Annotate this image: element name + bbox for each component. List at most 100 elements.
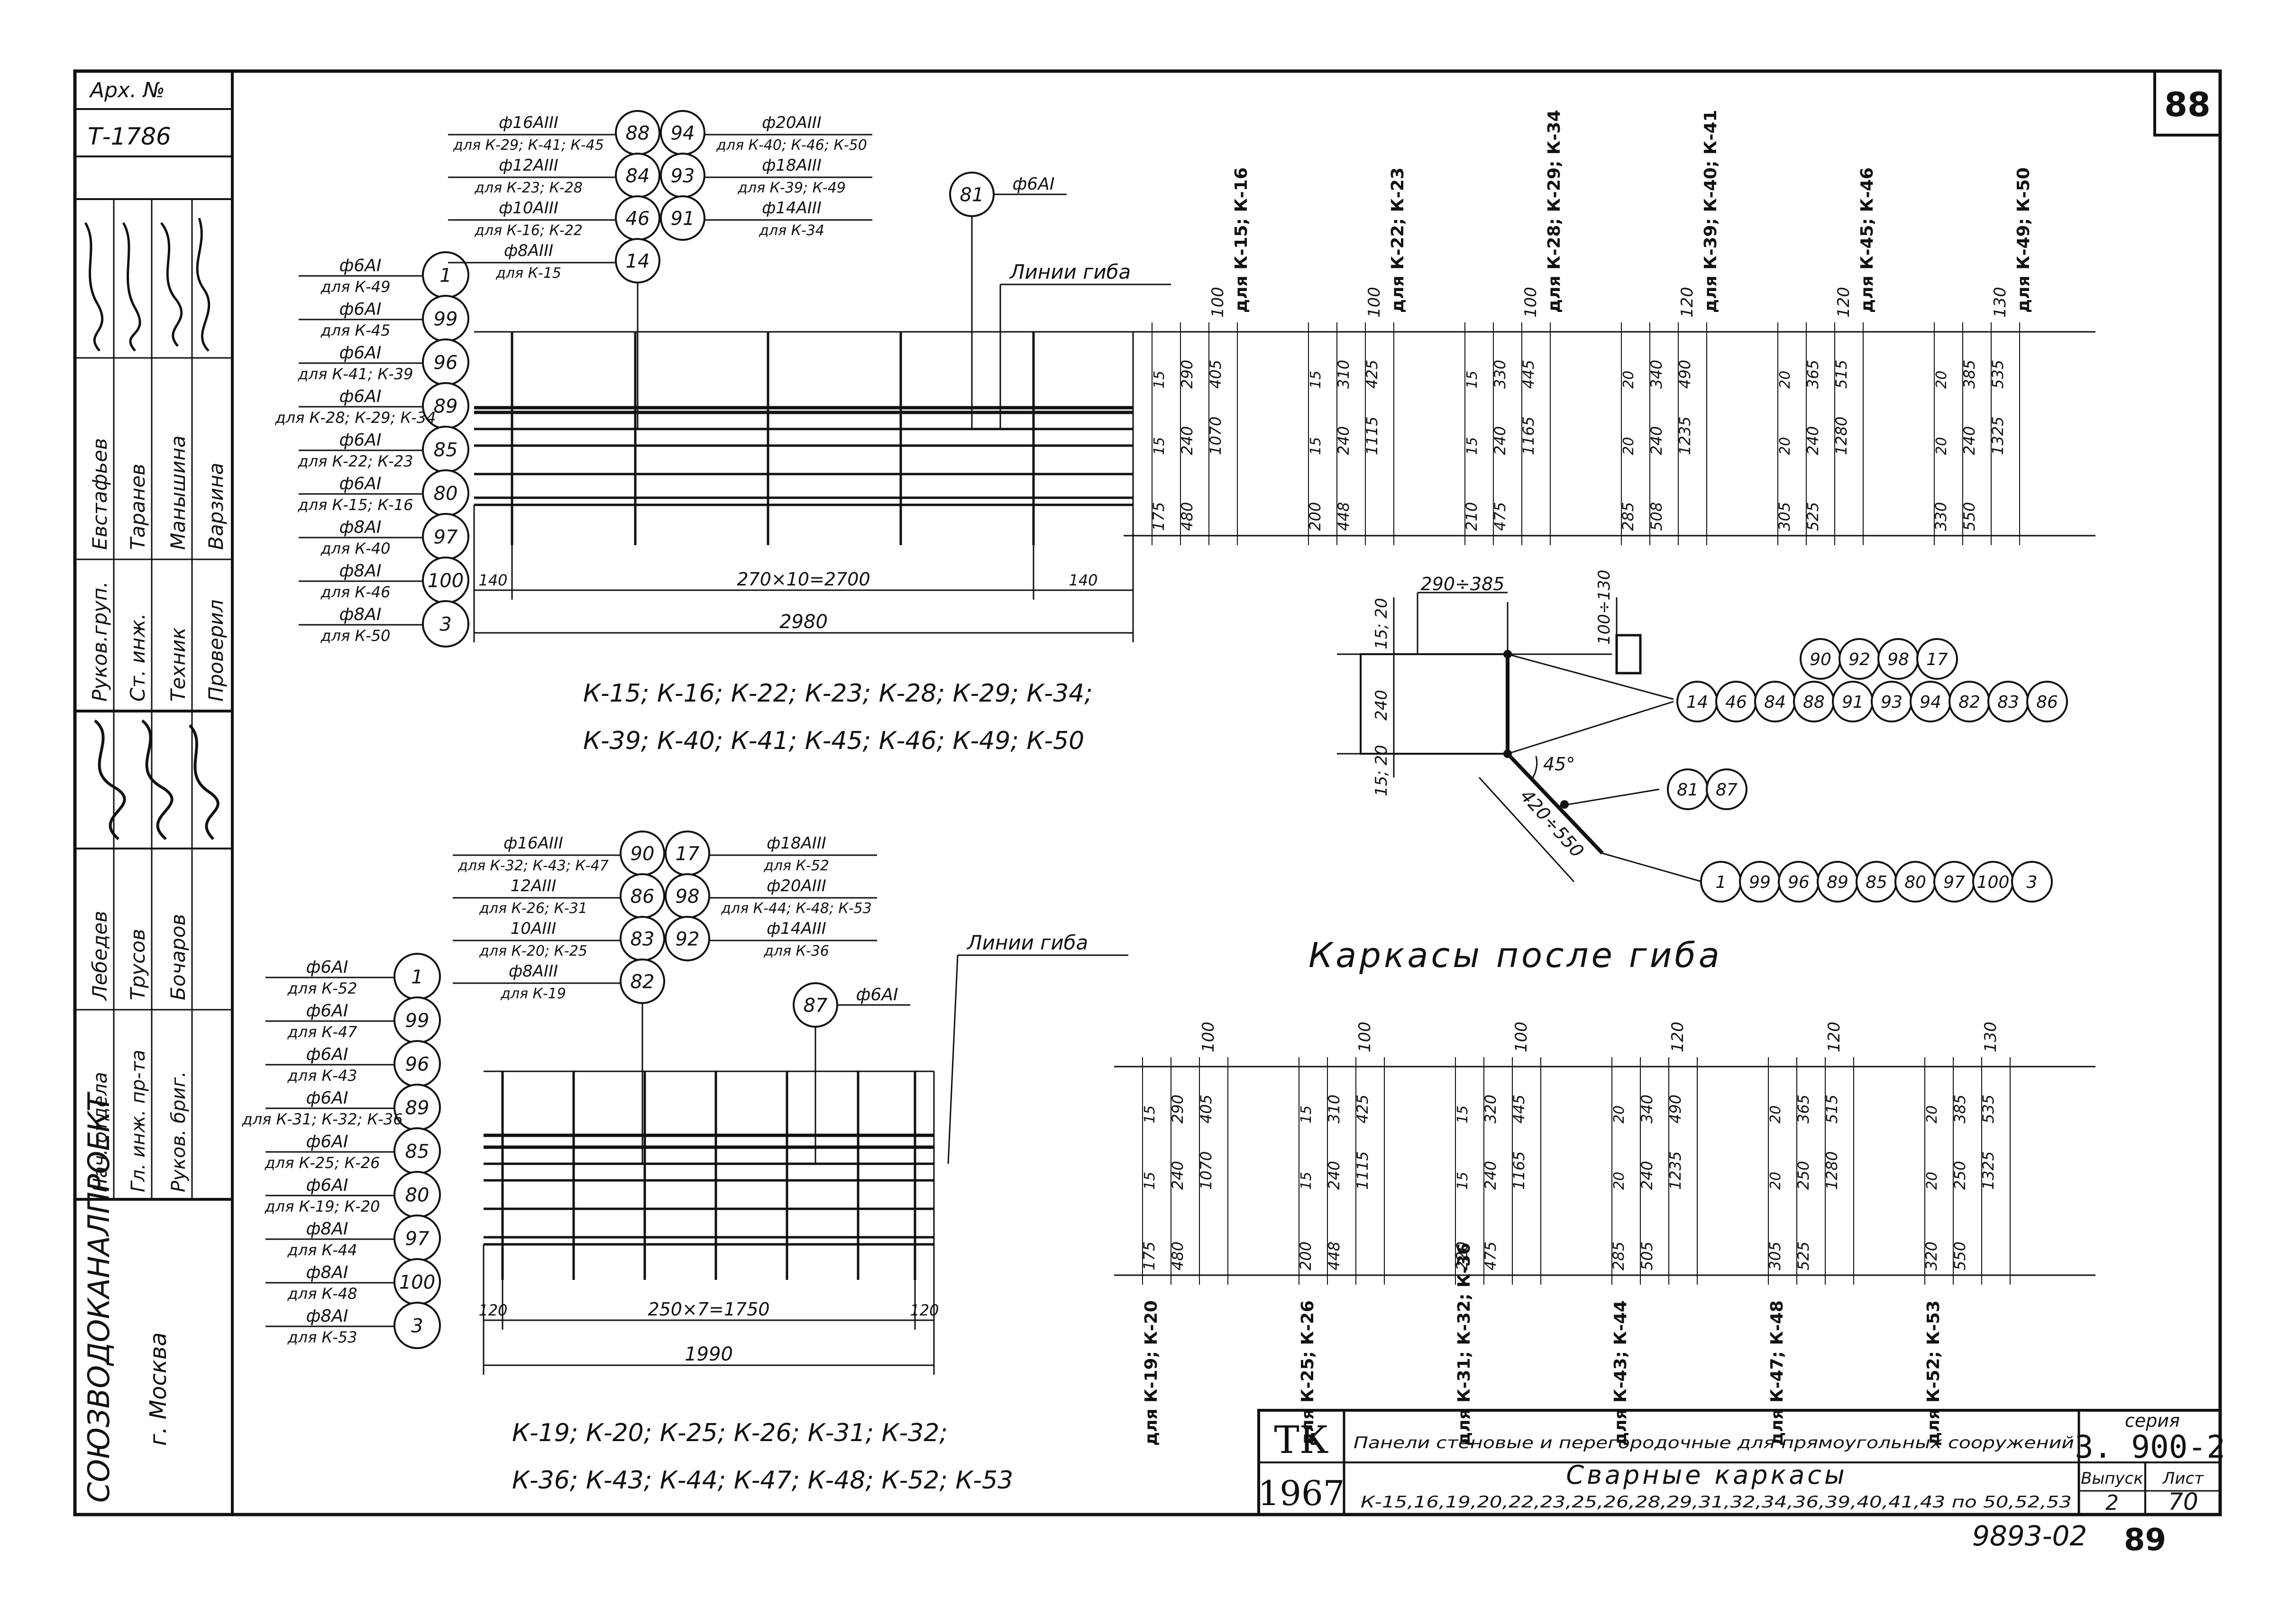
bend-line-label: Линии гиба — [966, 931, 1088, 954]
bent-angle: 45° — [1543, 754, 1575, 775]
dim-total: 2980 — [779, 611, 828, 633]
column-dim: 365 — [1804, 360, 1822, 389]
column-dim: 20 — [1933, 371, 1950, 389]
column-dim: 535 — [1979, 1095, 1997, 1123]
title-series-label: серия — [2125, 1410, 2180, 1431]
bar-spec: ф16AIII — [503, 834, 563, 853]
left-callout-circle-number: 89 — [434, 395, 458, 417]
bar-spec: 12AIII — [511, 877, 557, 895]
bent-position-circle-number: 90 — [1810, 650, 1831, 669]
bar-use: для К-32; К-43; К-47 — [457, 858, 609, 874]
bar-use: для К-52 — [763, 858, 829, 874]
left-callout-circle-number: 100 — [428, 570, 464, 592]
column-dim-top: 130 — [1981, 1022, 2000, 1052]
bar-use: для К-39; К-49 — [737, 180, 846, 196]
column-dim: 448 — [1325, 1242, 1343, 1270]
bar-use: для К-19; К-20 — [265, 1197, 380, 1215]
column-dim: 1165 — [1510, 1151, 1528, 1190]
left-callout-circle-number: 89 — [405, 1097, 430, 1119]
bar-spec: ф6AI — [306, 958, 348, 977]
title-issue: 2 — [2105, 1491, 2119, 1515]
stamp-name: Манышина — [166, 435, 190, 550]
top-callout-circle-number: 17 — [676, 843, 700, 865]
stamp-city: г. Москва — [145, 1332, 172, 1446]
bent-detail: Каркасы после гиба 290÷385 100÷130 15; 2… — [1308, 570, 2068, 975]
stamp-name: Варзина — [204, 463, 228, 550]
bar-use: для К-40 — [320, 539, 391, 557]
column-dim-top: 120 — [1678, 287, 1697, 318]
column-dim: 340 — [1647, 360, 1665, 389]
dim-end: 140 — [478, 571, 507, 589]
bent-position-circle-number: 87 — [1716, 780, 1738, 800]
title-subject: Панели стеновые и перегородочные для пря… — [1354, 1434, 2074, 1452]
column-dim: 305 — [1766, 1242, 1784, 1270]
bar-spec: ф6AI — [306, 1088, 348, 1108]
left-callout-circle-number: 99 — [434, 308, 458, 330]
bar-spec: ф6AI — [339, 430, 382, 450]
column-dim-top: 120 — [1668, 1022, 1687, 1052]
left-callout-circle-number: 97 — [405, 1228, 430, 1250]
column-label: для К-39; К-40; К-41 — [1701, 110, 1720, 313]
column-dim: 210 — [1463, 502, 1481, 531]
bar-spec: ф6AI — [856, 985, 898, 1004]
stamp-org: СОЮЗВОДОКАНАЛПРОЕКТ — [82, 1092, 116, 1503]
bent-position-circle-number: 81 — [1677, 780, 1699, 800]
title-sheet: 70 — [2168, 1488, 2198, 1516]
stamp-role: Гл. инж. пр-та — [128, 1050, 149, 1192]
column-dim: 175 — [1150, 502, 1168, 531]
column-dim: 15 — [1151, 437, 1168, 455]
bent-position-circle-number: 91 — [1842, 693, 1864, 712]
bent-dim-left-bot: 15; 20 — [1372, 745, 1391, 796]
bent-position-circle-number: 1 — [1716, 873, 1727, 892]
bar-spec: ф6AI — [306, 1176, 348, 1195]
column-dim-top: 100 — [1199, 1022, 1218, 1052]
signature — [84, 222, 104, 352]
bar-spec: ф12AIII — [499, 156, 558, 175]
column-dim: 305 — [1775, 502, 1793, 531]
bent-position-circle-number: 94 — [1920, 693, 1941, 712]
top-callout-circle-number: 84 — [626, 165, 650, 187]
bar-spec: ф6AI — [339, 256, 382, 275]
column-dim: 365 — [1794, 1095, 1812, 1123]
column-dim: 250 — [1951, 1161, 1969, 1190]
top-callout-circle-number: 91 — [671, 208, 695, 229]
column-dim: 20 — [1767, 1172, 1784, 1190]
top-callout-circle-number: 90 — [631, 843, 655, 865]
bent-position-circle — [2011, 861, 2053, 903]
bent-position-circle-number: 92 — [1848, 650, 1870, 669]
column-dim: 405 — [1197, 1095, 1215, 1123]
bent-position-circle-number: 88 — [1803, 693, 1825, 712]
column-dim: 220 — [1453, 1242, 1471, 1270]
stamp-role: Руков.груп. — [88, 581, 111, 702]
column-dim: 15 — [1308, 437, 1324, 455]
left-callout-circle — [422, 600, 469, 648]
column-dim: 515 — [1823, 1095, 1841, 1123]
signature — [141, 719, 174, 840]
bar-use: для К-36 — [763, 943, 829, 959]
column-dim: 20 — [1767, 1105, 1784, 1123]
corner-number-box — [2153, 70, 2222, 137]
bar-spec: ф16AIII — [499, 113, 558, 132]
column-dim: 175 — [1140, 1242, 1158, 1270]
column-dim: 15 — [1464, 437, 1481, 455]
top-callout-circle-number: 46 — [626, 208, 650, 229]
left-callout-circle-number: 100 — [399, 1271, 435, 1293]
bent-position-circle-number: 3 — [2027, 873, 2038, 892]
column-dim: 385 — [1951, 1095, 1969, 1123]
column-dim: 240 — [1491, 426, 1509, 455]
top-callout-circle-number: 82 — [631, 971, 655, 993]
bar-spec: 10AIII — [511, 919, 557, 938]
bar-use: для К-53 — [287, 1328, 357, 1346]
column-dim: 20 — [1924, 1105, 1940, 1123]
bar-use: для К-44 — [287, 1241, 357, 1259]
title-main: Сварные каркасы — [1566, 1460, 1847, 1490]
stamp-name: Бочаров — [166, 914, 190, 1000]
left-callout-circle-number: 3 — [439, 613, 451, 635]
column-dim: 340 — [1638, 1095, 1656, 1123]
title-issue-label: Выпуск — [2081, 1469, 2143, 1488]
column-dim-top: 130 — [1991, 287, 2010, 318]
bend-line-label: Линии гиба — [1009, 260, 1131, 283]
column-dim-top: 100 — [1208, 287, 1227, 318]
left-callout-circle-number: 3 — [411, 1315, 423, 1337]
